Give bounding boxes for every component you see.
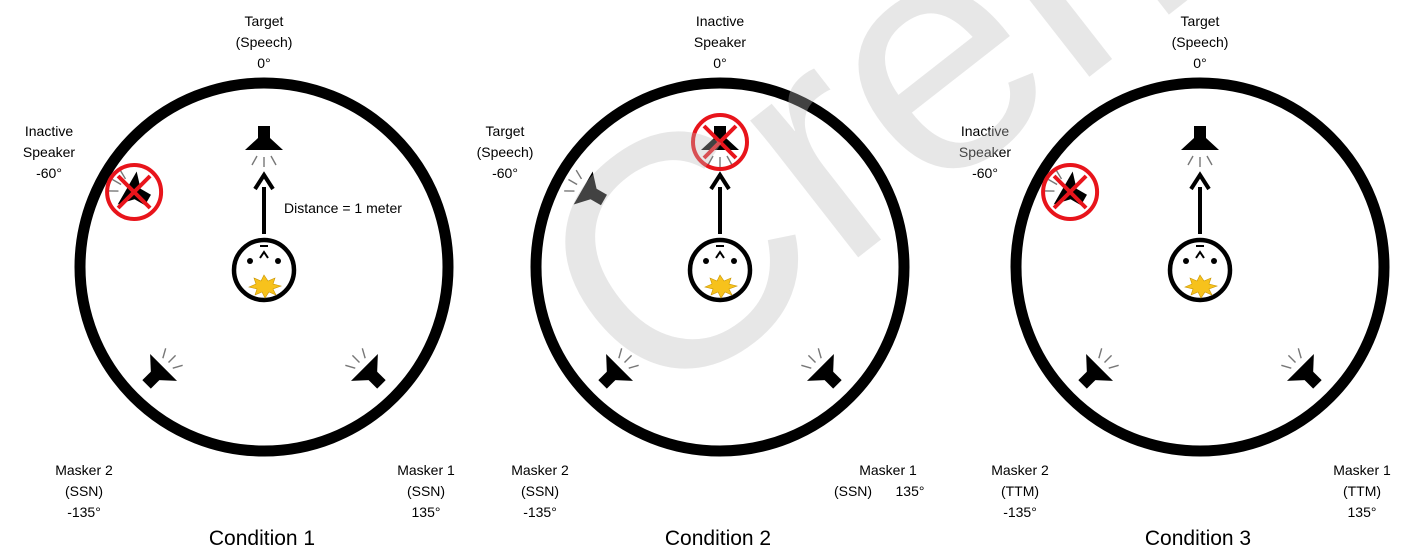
masker1-label-line-2: (SSN) (407, 483, 445, 499)
distance-label: Distance = 1 meter (284, 200, 402, 216)
left-label-line-2: Speaker (23, 144, 75, 160)
masker2-label-line-3: -135° (67, 504, 101, 520)
room-boundary-circle (74, 77, 454, 457)
speaker-minus135-icon (1068, 341, 1126, 399)
left-label-line-1: Inactive (25, 123, 73, 139)
arrow-head-icon (1189, 171, 1211, 191)
left-label-line-3: -60° (36, 165, 62, 181)
top-label-line-3: 0° (257, 55, 270, 71)
masker1-label-line-2: (SSN) (834, 483, 872, 499)
arrow-head-icon (709, 171, 731, 191)
speaker-135-icon (1274, 341, 1332, 399)
top-label-line-3: 0° (1193, 55, 1206, 71)
masker2-label-line-1: Masker 2 (511, 462, 569, 478)
masker2-label-line-1: Masker 2 (991, 462, 1049, 478)
left-label-line-3: -60° (492, 165, 518, 181)
top-label-line-2: (Speech) (236, 34, 293, 50)
masker1-label-line-1: Masker 1 (859, 462, 917, 478)
top-label-line-1: Inactive (696, 13, 744, 29)
listener-head-icon (1170, 240, 1230, 300)
masker1-label-line-3: 135° (1348, 504, 1377, 520)
speaker-0deg-icon (1180, 125, 1220, 168)
speaker-135-icon (338, 341, 396, 399)
masker2-label-line-3: -135° (1003, 504, 1037, 520)
masker2-label-line-3: -135° (523, 504, 557, 520)
listener-head-icon (234, 240, 294, 300)
masker1-label-line-1: Masker 1 (397, 462, 455, 478)
masker1-label-line-3: 135° (412, 504, 441, 520)
speaker-0deg-icon (244, 125, 284, 168)
masker2-label-line-2: (SSN) (65, 483, 103, 499)
top-label-line-2: Speaker (694, 34, 746, 50)
room-boundary-circle (1010, 77, 1390, 457)
room-boundary-circle (530, 77, 910, 457)
left-label-line-2: (Speech) (477, 144, 534, 160)
prohibited-sign-icon (105, 163, 164, 221)
masker2-label-line-1: Masker 2 (55, 462, 113, 478)
top-label-line-1: Target (1181, 13, 1220, 29)
left-label-line-1: Inactive (961, 123, 1009, 139)
masker2-label-line-2: (SSN) (521, 483, 559, 499)
condition-caption: Condition 2 (665, 527, 771, 550)
condition-caption: Condition 3 (1145, 527, 1251, 550)
left-label-line-2: Speaker (959, 144, 1011, 160)
masker1-label-line-3: 135° (896, 483, 925, 499)
arrow-head-icon (253, 171, 275, 191)
top-label-line-1: Target (245, 13, 284, 29)
left-label-line-3: -60° (972, 165, 998, 181)
top-label-line-2: (Speech) (1172, 34, 1229, 50)
speaker-minus135-icon (132, 341, 190, 399)
masker1-label-line-2: (TTM) (1343, 483, 1381, 499)
masker2-label-line-2: (TTM) (1001, 483, 1039, 499)
diagram-root: Target(Speech)0°InactiveSpeaker-60°Maske… (23, 13, 1391, 550)
masker1-label-line-1: Masker 1 (1333, 462, 1391, 478)
top-label-line-3: 0° (713, 55, 726, 71)
condition-caption: Condition 1 (209, 527, 315, 550)
left-label-line-1: Target (486, 123, 525, 139)
